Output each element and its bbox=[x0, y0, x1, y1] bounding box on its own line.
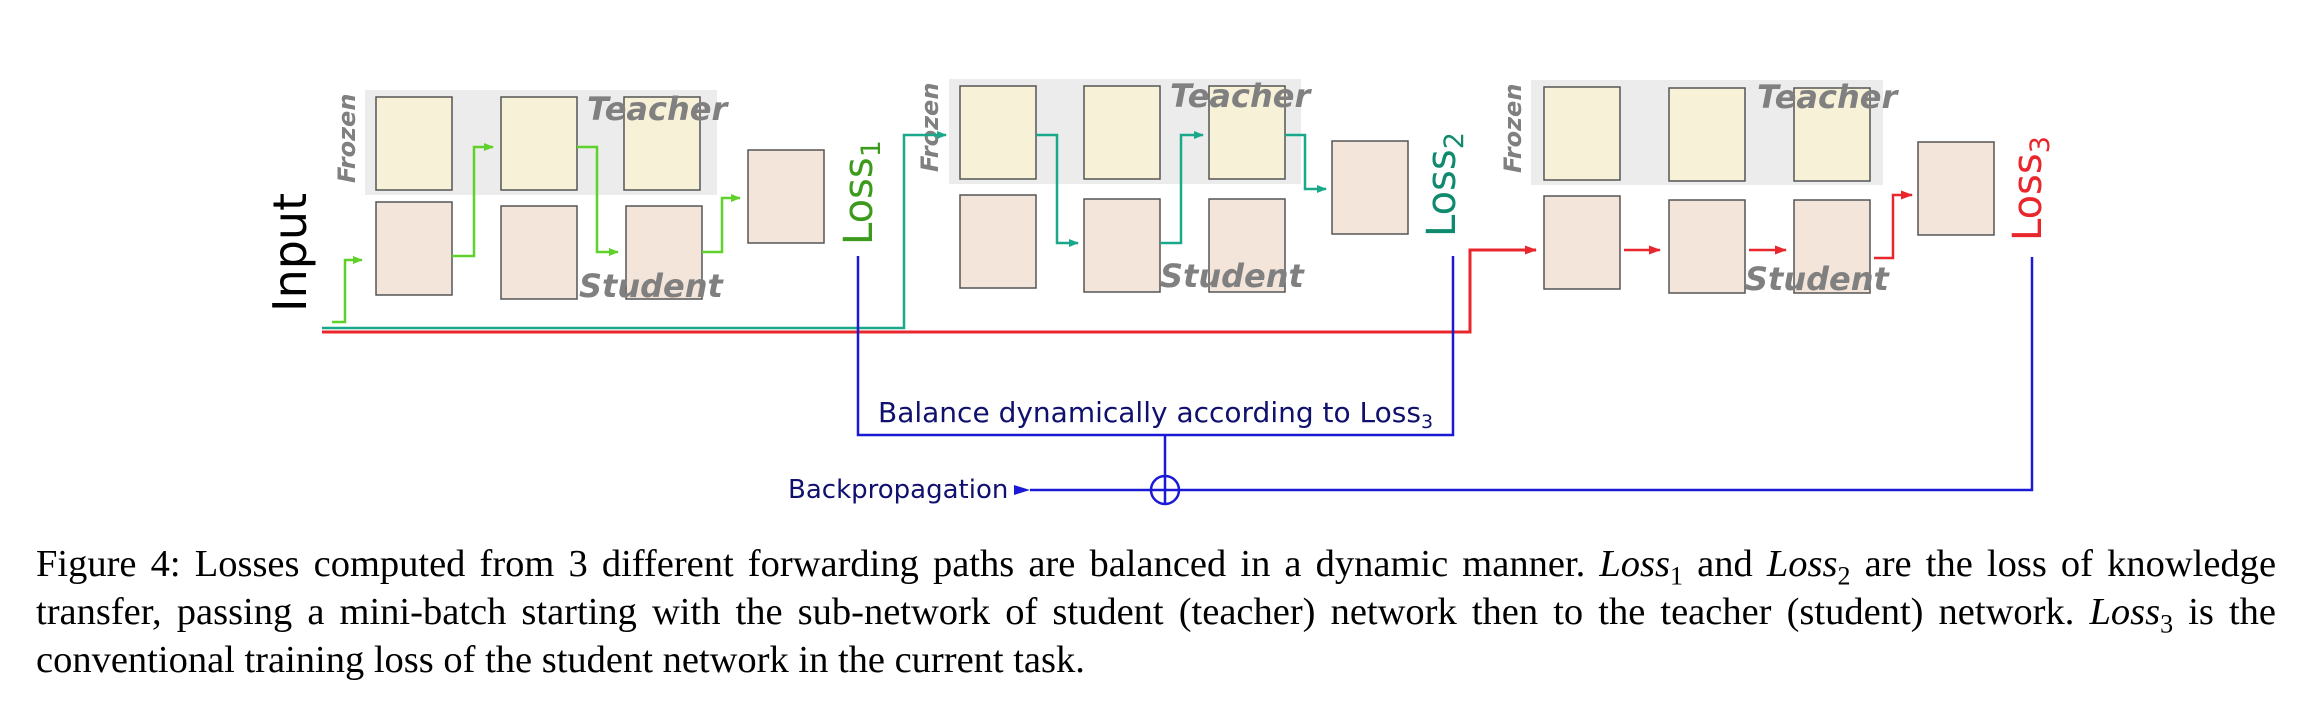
teacher-layer-1-2 bbox=[500, 96, 578, 191]
frozen-label-2: Frozen bbox=[916, 83, 944, 172]
path-2-entry bbox=[322, 131, 947, 330]
teacher-layer-3-1 bbox=[1543, 86, 1621, 181]
student-layer-1-2 bbox=[500, 205, 578, 300]
output-layer-3 bbox=[1917, 141, 1995, 236]
teacher-layer-2-2 bbox=[1083, 85, 1161, 180]
caption-mid: are the loss of knowledge transfer, pass… bbox=[36, 543, 2277, 633]
caption-loss1: Loss1 bbox=[1599, 543, 1684, 591]
balance-section: Balance dynamically according to Loss3 B… bbox=[788, 256, 2034, 506]
student-label-2: Student bbox=[1160, 257, 1306, 295]
input-label: Input bbox=[263, 193, 317, 312]
teacher-layer-3-3 bbox=[1793, 87, 1871, 182]
teacher-label-1: Teacher bbox=[587, 90, 729, 128]
loss-1-label: Loss1 bbox=[836, 140, 887, 245]
student-layer-3-1 bbox=[1543, 195, 1621, 290]
student-layer-3-2 bbox=[1668, 199, 1746, 294]
student-layer-1-1 bbox=[375, 201, 453, 296]
block-2: Frozen Teacher Student Loss2 bbox=[322, 77, 1470, 330]
teacher-layer-1-1 bbox=[375, 96, 453, 191]
balance-bracket bbox=[856, 256, 1455, 437]
caption-prefix: Figure 4: Losses computed from 3 differe… bbox=[36, 543, 1586, 585]
student-layer-2-1 bbox=[959, 194, 1037, 289]
student-label-3: Student bbox=[1745, 260, 1891, 298]
loss-2-label: Loss2 bbox=[1419, 132, 1470, 237]
path-2-t3-out bbox=[1285, 133, 1327, 193]
student-layer-3-3 bbox=[1793, 199, 1871, 294]
teacher-label-3: Teacher bbox=[1757, 78, 1899, 116]
path-1-entry bbox=[332, 256, 363, 324]
path-3-s3-out bbox=[1874, 190, 1913, 260]
balance-text: Balance dynamically according to Loss3 bbox=[878, 396, 1433, 433]
block-3: Frozen Teacher Student Loss3 bbox=[322, 78, 2056, 334]
path-2-t1-s2 bbox=[1036, 133, 1079, 247]
path-3-entry bbox=[322, 245, 1537, 334]
caption-loss3: Loss3 bbox=[2089, 591, 2174, 639]
path-1-s3-out bbox=[702, 194, 741, 254]
path-1-s1-t2 bbox=[452, 143, 494, 258]
loss-3-label: Loss3 bbox=[2005, 136, 2056, 241]
teacher-layer-1-3 bbox=[623, 96, 701, 191]
teacher-label-2: Teacher bbox=[1170, 77, 1312, 115]
student-layer-1-3 bbox=[625, 205, 703, 300]
figure-caption: Figure 4: Losses computed from 3 differe… bbox=[36, 540, 2276, 684]
loss3-to-sum bbox=[1180, 257, 2034, 492]
student-layer-2-3 bbox=[1208, 198, 1286, 293]
output-layer-1 bbox=[747, 149, 825, 244]
frozen-label-3: Frozen bbox=[1499, 84, 1527, 173]
caption-and: and bbox=[1697, 543, 1753, 585]
block-1: Frozen Teacher Student Loss1 bbox=[332, 90, 887, 324]
student-layer-2-2 bbox=[1083, 198, 1161, 293]
caption-suffix: is the conventional training loss of the… bbox=[36, 591, 2277, 681]
teacher-layer-2-1 bbox=[959, 85, 1037, 180]
path-1-t2-s3 bbox=[577, 145, 619, 256]
teacher-layer-2-3 bbox=[1208, 85, 1286, 180]
backprop-label: Backpropagation bbox=[788, 475, 1008, 505]
frozen-label-1: Frozen bbox=[333, 94, 361, 183]
method-diagram: Input Frozen Teacher Student Loss1 Froze… bbox=[263, 77, 2056, 506]
caption-loss2: Loss2 bbox=[1766, 543, 1851, 591]
output-layer-2 bbox=[1331, 140, 1409, 235]
student-label-1: Student bbox=[579, 267, 725, 305]
teacher-layer-3-2 bbox=[1668, 87, 1746, 182]
path-2-s2-t3 bbox=[1160, 131, 1204, 245]
